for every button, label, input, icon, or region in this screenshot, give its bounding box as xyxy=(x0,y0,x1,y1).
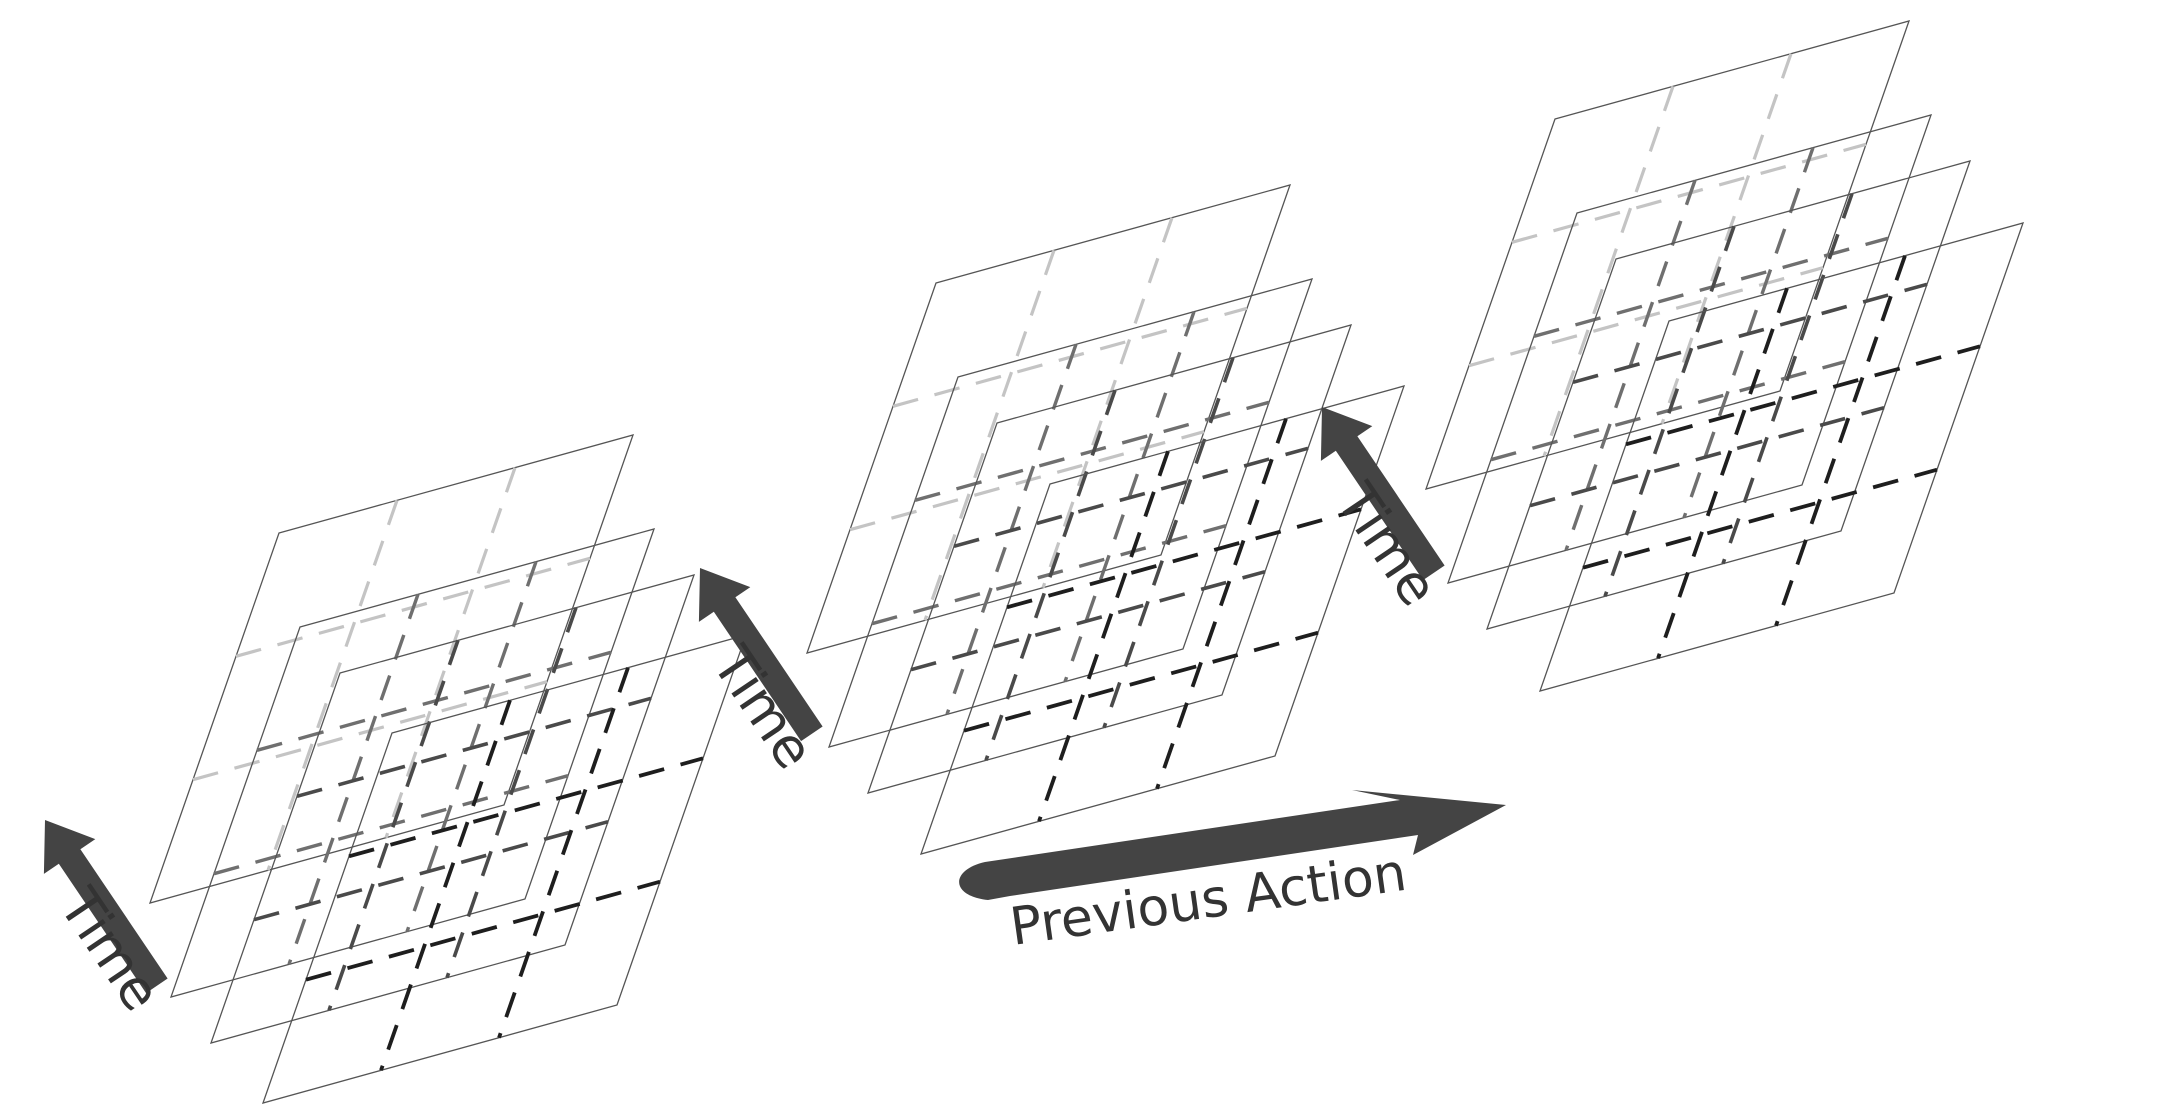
grid-line-horizontal xyxy=(213,774,569,876)
stack-2 xyxy=(805,184,1406,855)
frame-stacks xyxy=(148,20,2025,1104)
time-arrow-1-shape xyxy=(43,820,168,994)
grid-line-vertical xyxy=(1660,53,1793,425)
grid-line-vertical xyxy=(1603,225,1736,597)
grid-line-horizontal xyxy=(1582,467,1938,570)
previous-action-arrow: Previous Action xyxy=(959,790,1506,958)
grid-line-horizontal xyxy=(1625,344,1981,447)
stack-1-frame-4 xyxy=(261,634,748,1104)
frame-outline xyxy=(805,184,1292,654)
frame-outline xyxy=(1424,20,1911,490)
grid-line-vertical xyxy=(1155,418,1288,790)
grid-line-horizontal xyxy=(1529,405,1885,508)
grid-line-vertical xyxy=(327,639,460,1011)
stack-1-frame-3 xyxy=(209,574,696,1044)
grid-line-vertical xyxy=(497,667,630,1039)
grid-line-vertical xyxy=(1037,450,1170,822)
grid-line-vertical xyxy=(384,467,517,839)
grid-line-vertical xyxy=(984,389,1117,761)
time-arrow-3: Time xyxy=(1320,407,1451,617)
previous-action-arrow-shape xyxy=(959,790,1506,900)
time-arrow-1: Time xyxy=(43,820,174,1022)
time-arrow-3-shape xyxy=(1320,407,1445,581)
grid-line-horizontal xyxy=(953,446,1309,549)
frame-outline xyxy=(261,634,748,1104)
stack-1-frame-1 xyxy=(148,434,635,904)
grid-line-horizontal xyxy=(1572,282,1928,385)
grid-line-horizontal xyxy=(253,819,609,922)
grid-line-horizontal xyxy=(256,650,612,752)
grid-line-horizontal xyxy=(348,756,704,859)
grid-line-horizontal xyxy=(296,696,652,799)
grid-line-vertical xyxy=(923,249,1056,621)
grid-line-horizontal xyxy=(305,879,661,982)
stack-2-frame-1 xyxy=(805,184,1292,654)
time-arrow-2: Time xyxy=(698,568,826,780)
grid-line-vertical xyxy=(266,499,399,871)
grid-line-vertical xyxy=(1721,193,1854,565)
stack-3 xyxy=(1424,20,2025,692)
time-label-3: Time xyxy=(1324,471,1451,617)
frame-outline xyxy=(919,385,1406,855)
grid-line-horizontal xyxy=(910,569,1266,672)
stack-2-frame-3 xyxy=(866,324,1353,794)
time-label-1: Time xyxy=(47,876,174,1022)
stack-1 xyxy=(148,434,748,1104)
stack-3-frame-3 xyxy=(1485,160,1972,630)
frame-outline xyxy=(1538,222,2025,692)
grid-line-vertical xyxy=(379,699,512,1071)
time-arrow-2-shape xyxy=(698,568,823,742)
grid-line-vertical xyxy=(1656,287,1789,659)
grid-line-horizontal xyxy=(963,630,1319,733)
grid-line-vertical xyxy=(1102,357,1235,729)
stack-2-frame-4 xyxy=(919,385,1406,855)
grid-line-vertical xyxy=(1774,255,1907,627)
grid-line-vertical xyxy=(1542,85,1675,457)
stack-3-frame-4 xyxy=(1538,222,2025,692)
stack-3-frame-1 xyxy=(1424,20,1911,490)
grid-line-vertical xyxy=(1041,217,1174,589)
frame-outline xyxy=(148,434,635,904)
grid-line-vertical xyxy=(445,607,578,979)
grid-line-horizontal xyxy=(1006,507,1362,610)
